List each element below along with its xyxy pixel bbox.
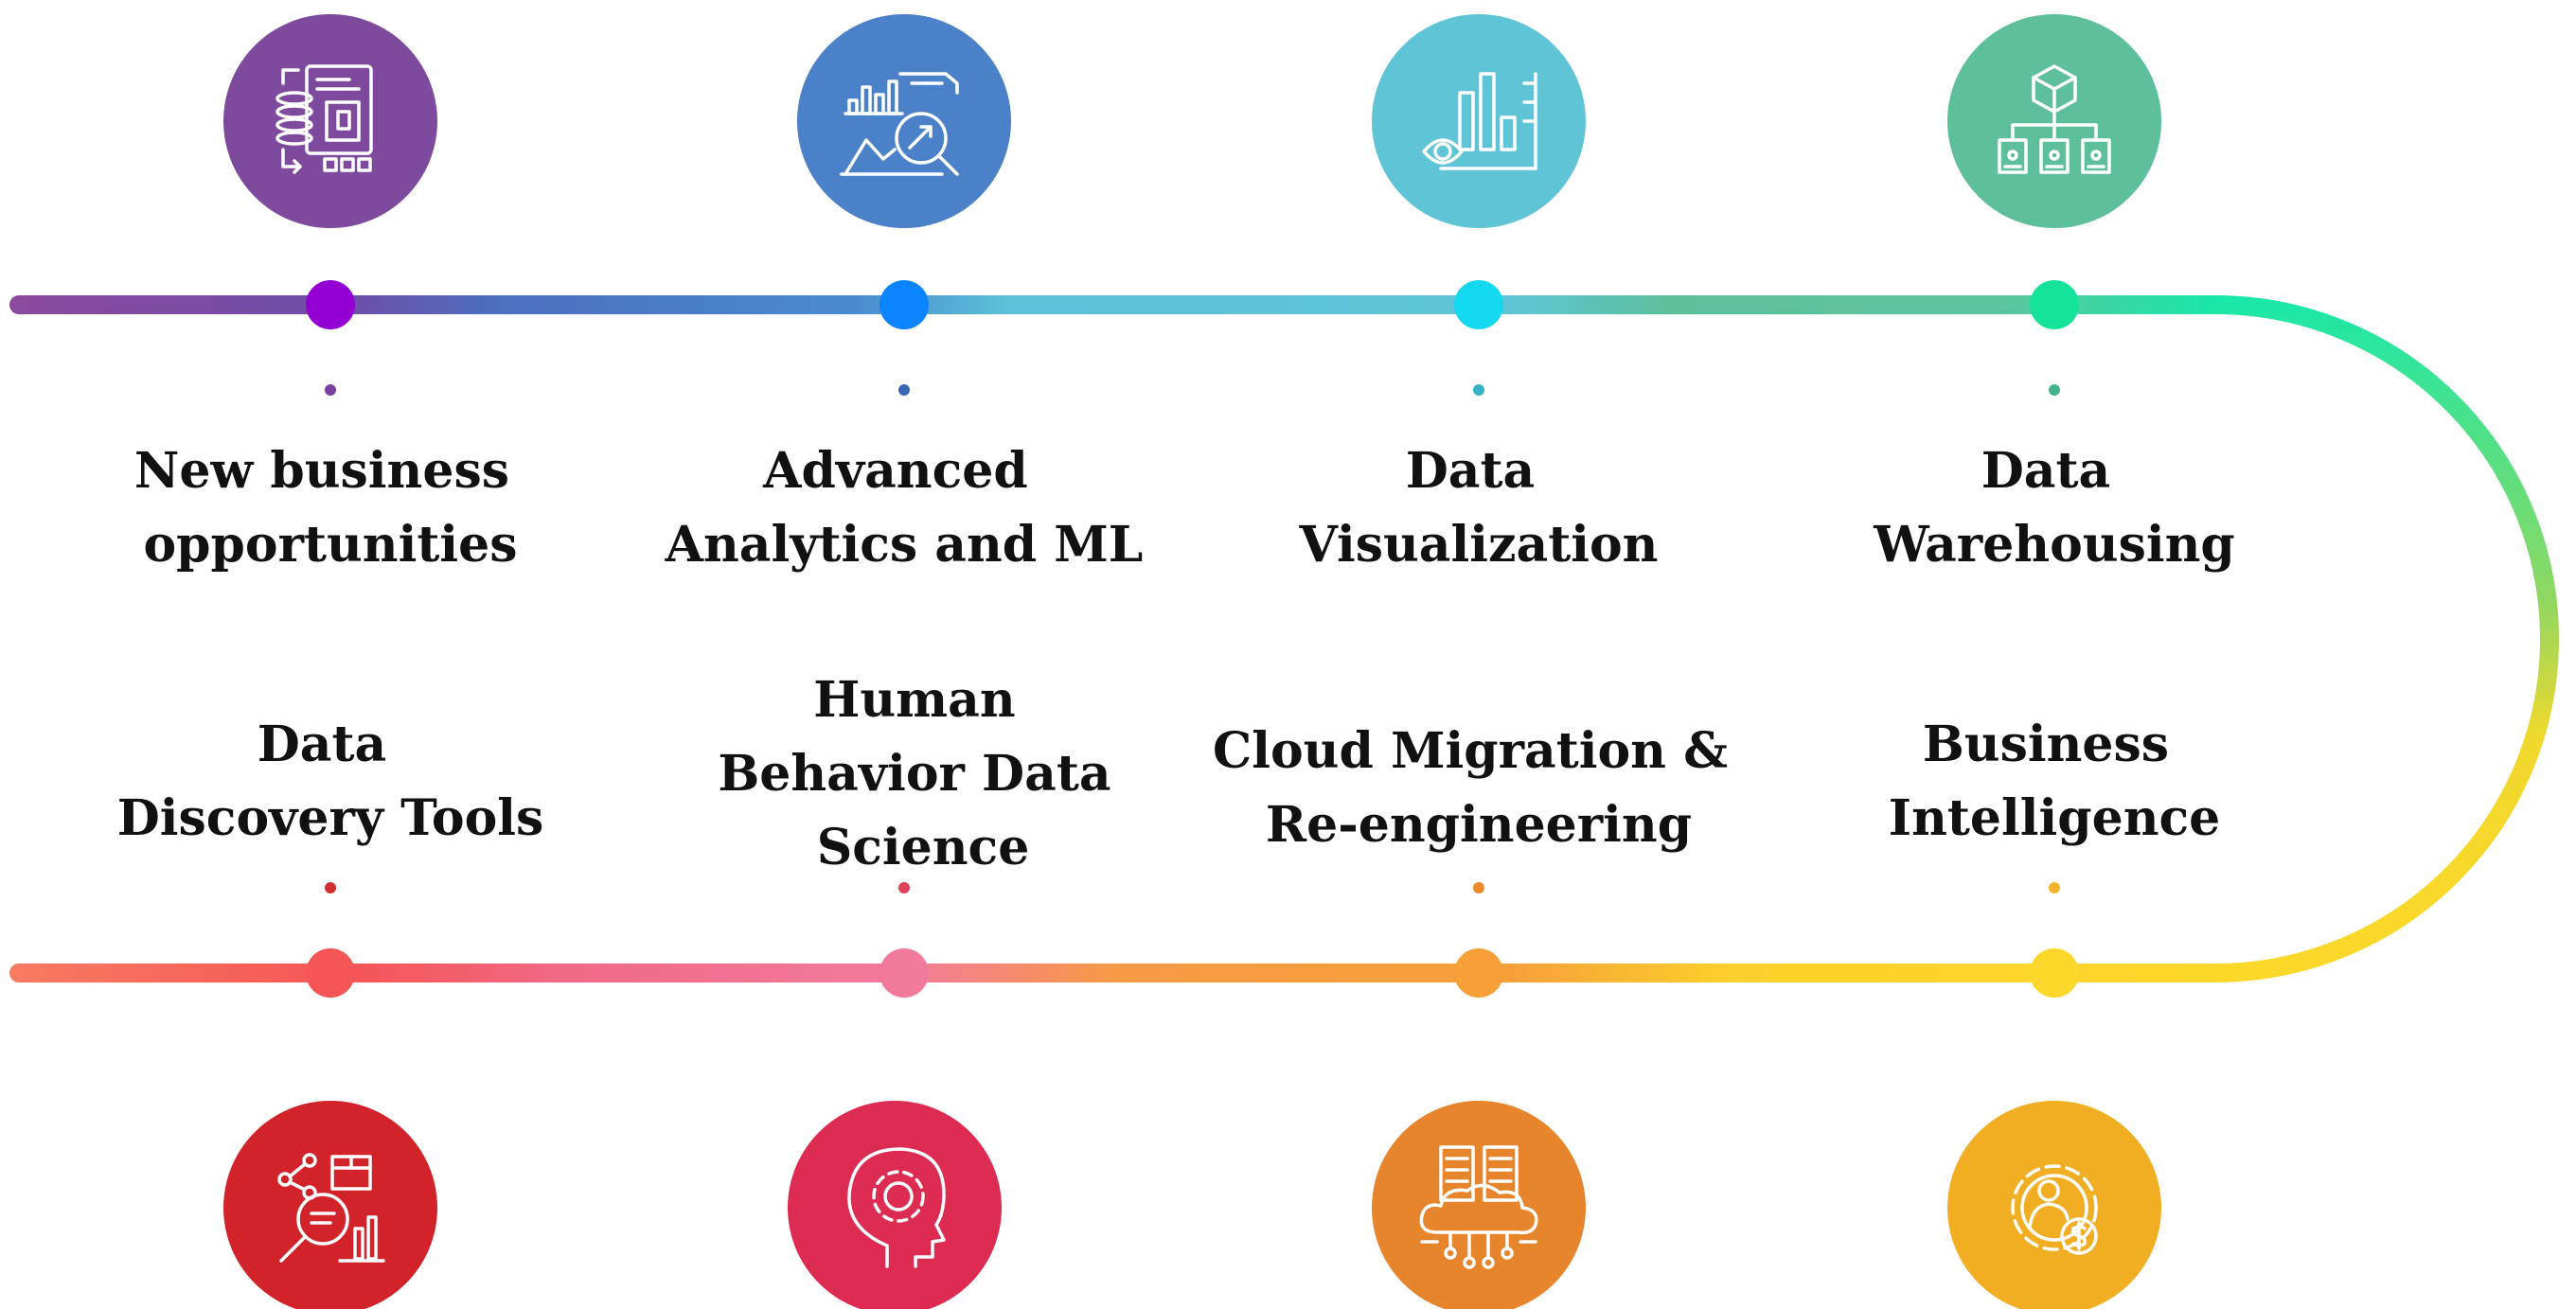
gear-person-dollar-icon (2011, 1164, 2098, 1255)
timeline-node (1454, 280, 1503, 329)
analytics-chart-icon (840, 72, 959, 176)
icon-circle (1372, 1101, 1586, 1309)
timeline-node (879, 948, 929, 998)
icon-circle (223, 14, 437, 228)
timeline-dot (2049, 384, 2060, 396)
timeline-dot (898, 882, 910, 893)
timeline-node (2030, 948, 2079, 998)
item-label: Cloud Migration & Re-engineering (1213, 722, 1745, 854)
icon-circle (223, 1101, 437, 1309)
item-label: Business Intelligence (1889, 716, 2221, 847)
timeline-node (306, 948, 355, 998)
item-label: Data Visualization (1299, 442, 1659, 574)
timeline-item-data-discovery: Data Discovery Tools (117, 716, 544, 1309)
timeline-item-data-warehousing: Data Warehousing (1873, 14, 2235, 574)
item-label: New business opportunities (134, 442, 526, 574)
warehouse-cube-icon (1998, 64, 2111, 174)
timeline-item-cloud-migration: Cloud Migration & Re-engineering (1213, 722, 1745, 1309)
timeline-item-human-behavior: Human Behavior Data Science (718, 671, 1128, 1309)
icon-circle (1372, 14, 1586, 228)
timeline-node (306, 280, 355, 329)
timeline-dot (1473, 384, 1484, 396)
item-label: Human Behavior Data Science (718, 671, 1128, 876)
icon-circle (788, 1101, 1002, 1309)
eye-chart-icon (1422, 72, 1537, 170)
timeline-item-advanced-analytics: Advanced Analytics and ML (665, 14, 1144, 574)
item-label: Data Discovery Tools (117, 716, 544, 847)
magnifier-data-icon (277, 1153, 385, 1263)
item-label: Data Warehousing (1873, 442, 2235, 574)
cloud-servers-icon (1419, 1145, 1538, 1269)
timeline-dot (1473, 882, 1484, 893)
timeline-node (879, 280, 929, 329)
timeline-dot (325, 384, 336, 396)
item-label: Advanced Analytics and ML (665, 442, 1144, 574)
timeline-item-data-visualization: Data Visualization (1299, 14, 1659, 574)
head-gear-icon (847, 1147, 946, 1268)
timeline-node (2030, 280, 2079, 329)
curved-timeline-connector (2214, 295, 2559, 982)
timeline-dot (898, 384, 910, 396)
timeline-dot (2049, 882, 2060, 893)
timeline-dot (325, 882, 336, 893)
timeline-item-new-business: New business opportunities (134, 14, 526, 574)
timeline-item-business-intelligence: Business Intelligence (1889, 716, 2221, 1309)
timeline-node (1454, 948, 1503, 998)
document-stack-icon (275, 64, 373, 174)
